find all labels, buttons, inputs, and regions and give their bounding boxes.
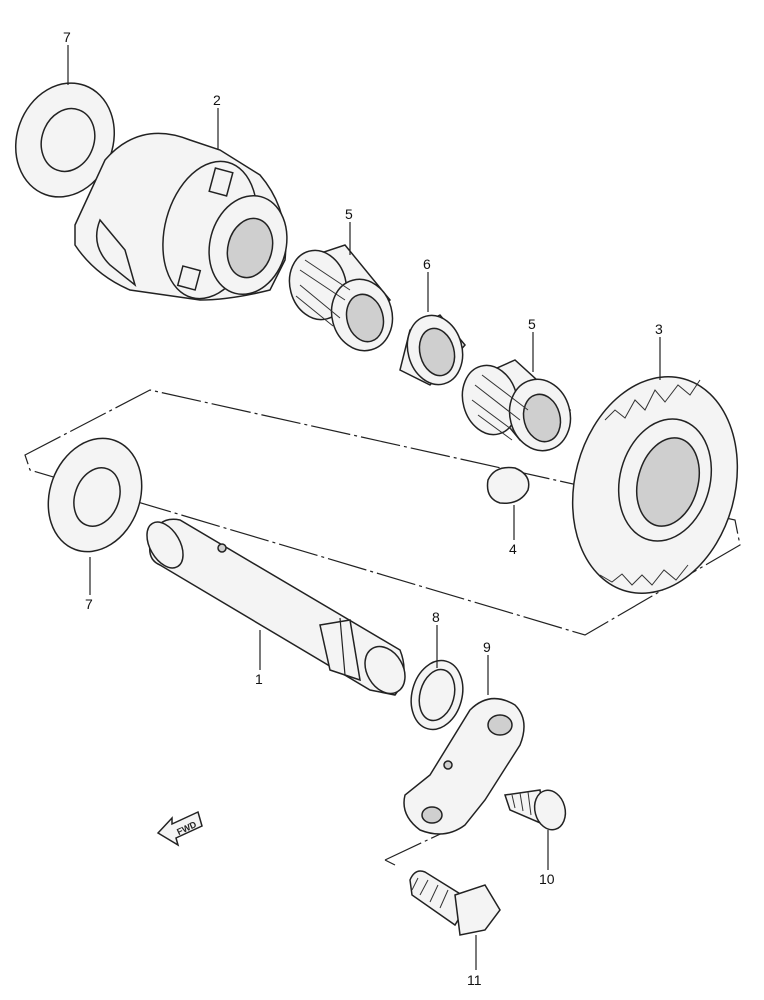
callout-7-upper: 7 bbox=[63, 29, 71, 45]
callout-10: 10 bbox=[539, 871, 555, 887]
callout-6: 6 bbox=[423, 256, 431, 272]
part-5-upper-needle-bearing bbox=[288, 244, 394, 352]
callout-8: 8 bbox=[432, 609, 440, 625]
callout-5-lower: 5 bbox=[528, 316, 536, 332]
callout-11: 11 bbox=[467, 972, 482, 988]
part-8-washer bbox=[410, 659, 464, 731]
callout-labels: 7 2 5 6 5 3 4 7 1 8 9 10 11 bbox=[63, 29, 663, 988]
part-9-lever-arm bbox=[403, 697, 525, 835]
part-3-gear bbox=[571, 375, 739, 595]
fwd-direction-arrow: FWD bbox=[156, 810, 203, 847]
callout-7-lower: 7 bbox=[85, 596, 93, 612]
part-5-lower-needle-bearing bbox=[461, 359, 572, 452]
part-6-spacer-ring bbox=[399, 314, 466, 386]
part-7-lower-washer bbox=[47, 437, 143, 553]
callout-3: 3 bbox=[655, 321, 663, 337]
callout-4: 4 bbox=[509, 541, 517, 557]
part-1-shaft bbox=[146, 518, 406, 696]
part-2-housing bbox=[74, 132, 288, 301]
part-10-bolt bbox=[504, 789, 567, 831]
part-4-key bbox=[486, 466, 530, 504]
part-11-bolt bbox=[409, 870, 501, 936]
callout-5-upper: 5 bbox=[345, 206, 353, 222]
callout-1: 1 bbox=[255, 671, 263, 687]
leader-lines bbox=[67, 45, 661, 970]
callout-9: 9 bbox=[483, 639, 491, 655]
callout-2: 2 bbox=[213, 92, 221, 108]
assembly-boundary-line bbox=[24, 389, 741, 636]
